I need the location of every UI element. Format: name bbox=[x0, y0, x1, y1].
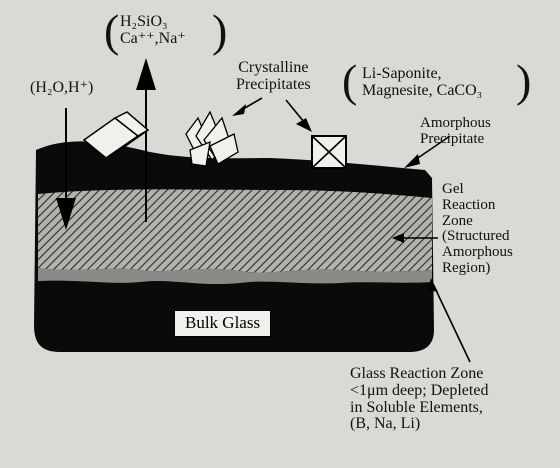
reaction-line4: (B, Na, Li) bbox=[350, 415, 421, 433]
outflow-arrow-head bbox=[136, 58, 156, 90]
inflow-arrow-head bbox=[56, 198, 76, 230]
amorphous-leader bbox=[404, 135, 451, 168]
right-paren-dissolved: ) bbox=[212, 5, 228, 56]
dissolved-line1: H₂SiO₃ bbox=[120, 13, 168, 30]
crystalline-line2: Precipitates bbox=[236, 75, 311, 93]
gel-line5: Amorphous bbox=[442, 244, 513, 260]
amorphous-precipitate-label: Amorphous Precipitate bbox=[420, 115, 491, 148]
left-paren-dissolved: ( bbox=[104, 5, 120, 56]
crystalline-precipitates-label: Crystalline Precipitates bbox=[236, 59, 311, 94]
crystalline-line1: Crystalline bbox=[238, 59, 309, 76]
plate-crystals-icon bbox=[185, 110, 239, 167]
gel-line2: Reaction bbox=[442, 196, 496, 213]
reaction-line1: Glass Reaction Zone bbox=[350, 365, 484, 382]
minerals-line2: Magnesite, CaCO₃ bbox=[362, 81, 483, 99]
dissolved-species-label: H₂SiO₃ Ca⁺⁺,Na⁺ bbox=[120, 13, 186, 48]
right-paren-minerals: ) bbox=[516, 55, 532, 106]
cube-crystal-icon bbox=[311, 135, 347, 169]
gel-line6: Region) bbox=[442, 259, 491, 276]
gel-reaction-zone-label: Gel Reaction Zone (Structured Amorphous … bbox=[442, 181, 513, 277]
gel-reaction-zone bbox=[38, 189, 432, 273]
glass-reaction-zone-label: Glass Reaction Zone <1μm deep; Depleted … bbox=[350, 365, 489, 433]
prism-crystal-icon bbox=[82, 111, 150, 159]
left-paren-minerals: ( bbox=[342, 55, 358, 106]
gel-leader bbox=[392, 233, 438, 243]
gel-line3: Zone bbox=[442, 212, 473, 229]
reaction-line3: in Soluble Elements, bbox=[350, 398, 483, 416]
gel-line4: (Structured bbox=[442, 228, 510, 245]
amorphous-line1: Amorphous bbox=[420, 115, 491, 131]
minerals-line1: Li-Saponite, bbox=[362, 65, 442, 82]
reaction-line2: <1μm deep; Depleted bbox=[350, 381, 489, 399]
amorphous-line2: Precipitate bbox=[420, 130, 485, 147]
dissolved-line2: Ca⁺⁺,Na⁺ bbox=[120, 29, 186, 47]
gel-line1: Gel bbox=[442, 181, 464, 197]
water-ingress-label: (H₂O,H⁺) bbox=[30, 79, 94, 96]
crystalline-leaders bbox=[232, 97, 312, 132]
bulk-glass-label: Bulk Glass bbox=[174, 310, 272, 337]
precipitate-minerals-label: Li-Saponite, Magnesite, CaCO₃ bbox=[362, 65, 483, 100]
reaction-zone-leader bbox=[428, 278, 471, 363]
glass-reaction-zone-band bbox=[38, 268, 432, 285]
